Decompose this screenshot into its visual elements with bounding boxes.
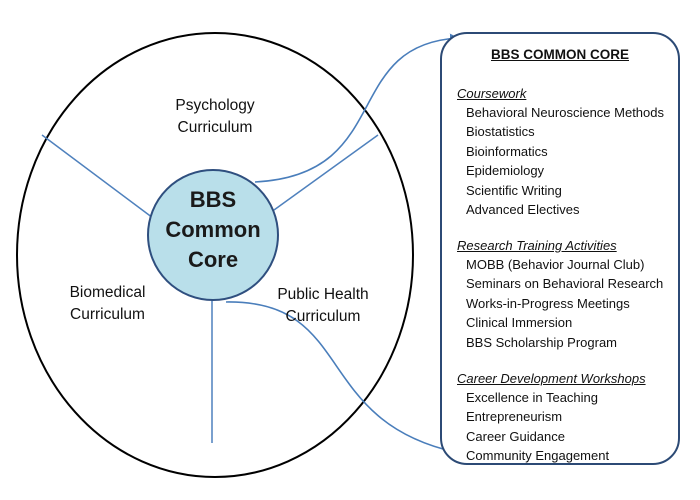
core-label-line: BBS [189, 187, 237, 212]
arrow-to-panel-top [254, 33, 459, 183]
panel-box [440, 32, 680, 465]
list-item: BBS Scholarship Program [466, 334, 618, 350]
list-item: Excellence in Teaching [466, 390, 599, 405]
divider-upper-left [41, 134, 154, 219]
bbs-common-core-panel: BBS COMMON CORE Coursework Behavioral Ne… [441, 33, 679, 464]
list-item: Works-in-Progress Meetings [466, 295, 630, 311]
list-item: Epidemiology [466, 163, 545, 179]
section-title: Career Development Workshops [457, 371, 646, 386]
public-health-label: Public Health Curriculum [253, 284, 393, 328]
section-research-training: Research Training Activities MOBB (Behav… [457, 236, 663, 352]
core-label: BBS Common Core [150, 185, 276, 275]
psychology-label-line: Curriculum [177, 119, 253, 136]
arrow-to-panel-bottom [225, 301, 456, 456]
public-health-label-line: Public Health [277, 286, 369, 303]
section-items: Excellence in Teaching Entrepreneurism C… [457, 388, 646, 466]
section-career-development: Career Development Workshops Excellence … [457, 369, 646, 466]
list-item: Biostatistics [466, 124, 535, 140]
biomedical-label-line: Curriculum [70, 306, 145, 323]
core-circle [147, 169, 279, 301]
list-item: Advanced Electives [466, 202, 580, 218]
section-items: Behavioral Neuroscience Methods Biostati… [457, 103, 664, 219]
list-item: Scientific Writing [466, 182, 562, 198]
list-item: MOBB (Behavior Journal Club) [466, 257, 645, 272]
biomedical-label-line: Biomedical [69, 284, 146, 301]
biomedical-label: Biomedical Curriculum [45, 282, 170, 326]
list-item: Career Guidance [466, 428, 565, 444]
list-item: Clinical Immersion [466, 315, 573, 331]
psychology-label: Psychology Curriculum [145, 95, 285, 139]
curriculum-ellipse [16, 32, 414, 478]
section-title: Coursework [457, 86, 527, 101]
section-coursework: Coursework Behavioral Neuroscience Metho… [457, 84, 664, 219]
core-label-line: Core [187, 247, 239, 272]
divider-upper-right [273, 134, 379, 211]
panel-title: BBS COMMON CORE [491, 47, 629, 62]
core-label-line: Common [165, 217, 261, 242]
list-item: Community Engagement [466, 448, 610, 464]
public-health-label-line: Curriculum [285, 308, 361, 325]
list-item: Seminars on Behavioral Research [466, 276, 664, 292]
psychology-label-line: Psychology [175, 97, 255, 114]
list-item: Behavioral Neuroscience Methods [466, 105, 664, 120]
section-items: MOBB (Behavior Journal Club) Seminars on… [457, 255, 663, 352]
list-item: Bioinformatics [466, 143, 548, 159]
list-item: Entrepreneurism [466, 409, 563, 425]
section-title: Research Training Activities [457, 238, 617, 253]
